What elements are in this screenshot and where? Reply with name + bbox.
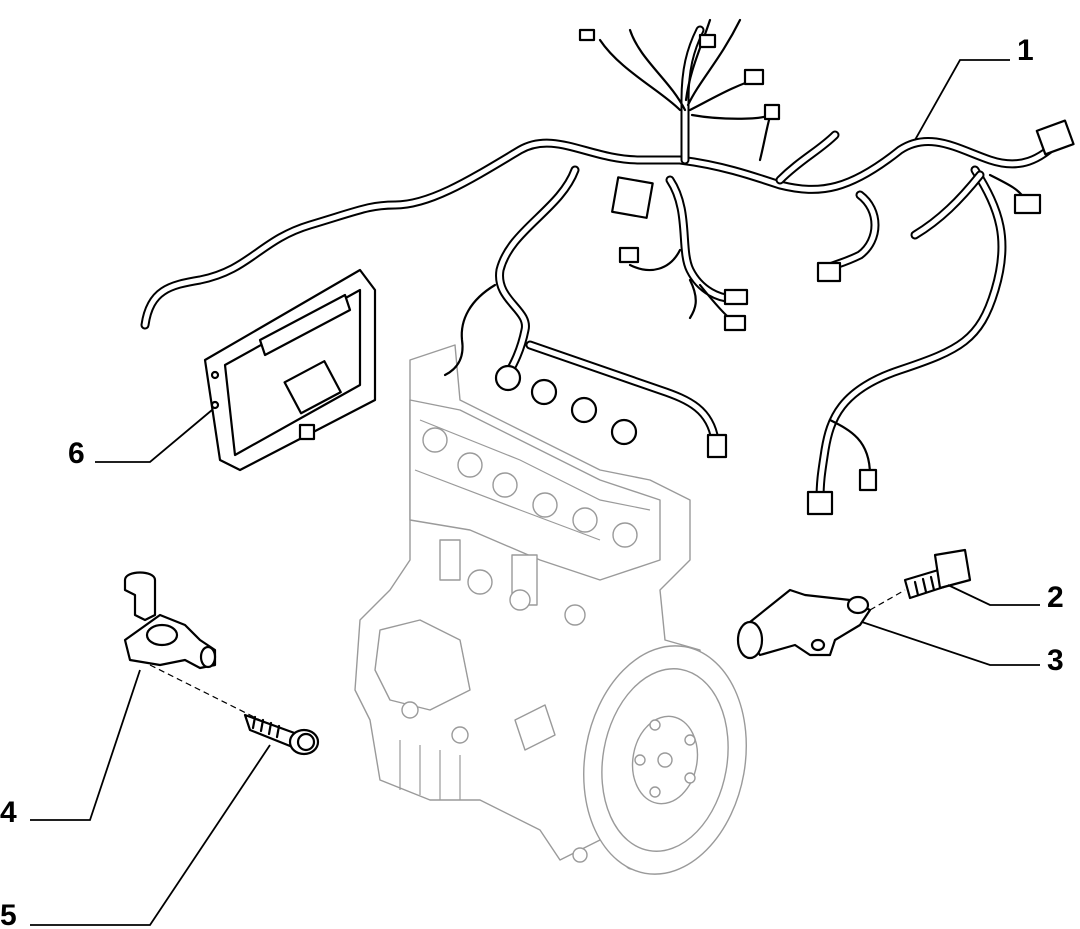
leader-lines [30,59,1040,926]
callout-1: 1 [1017,34,1034,67]
assembly-line-2-3 [869,589,906,611]
sensor-part-3 [736,588,872,660]
bolt-part-5 [243,713,320,756]
engine-control-unit [203,268,377,472]
callout-6: 6 [68,437,85,470]
sensor-part-4 [123,571,217,670]
callout-3: 3 [1047,644,1064,677]
callout-2: 2 [1047,581,1064,614]
engine-block [354,344,747,875]
wiring-harness [140,18,1075,516]
callout-4: 4 [0,796,17,829]
callout-5: 5 [0,899,17,929]
assembly-line-4-5 [149,664,261,721]
